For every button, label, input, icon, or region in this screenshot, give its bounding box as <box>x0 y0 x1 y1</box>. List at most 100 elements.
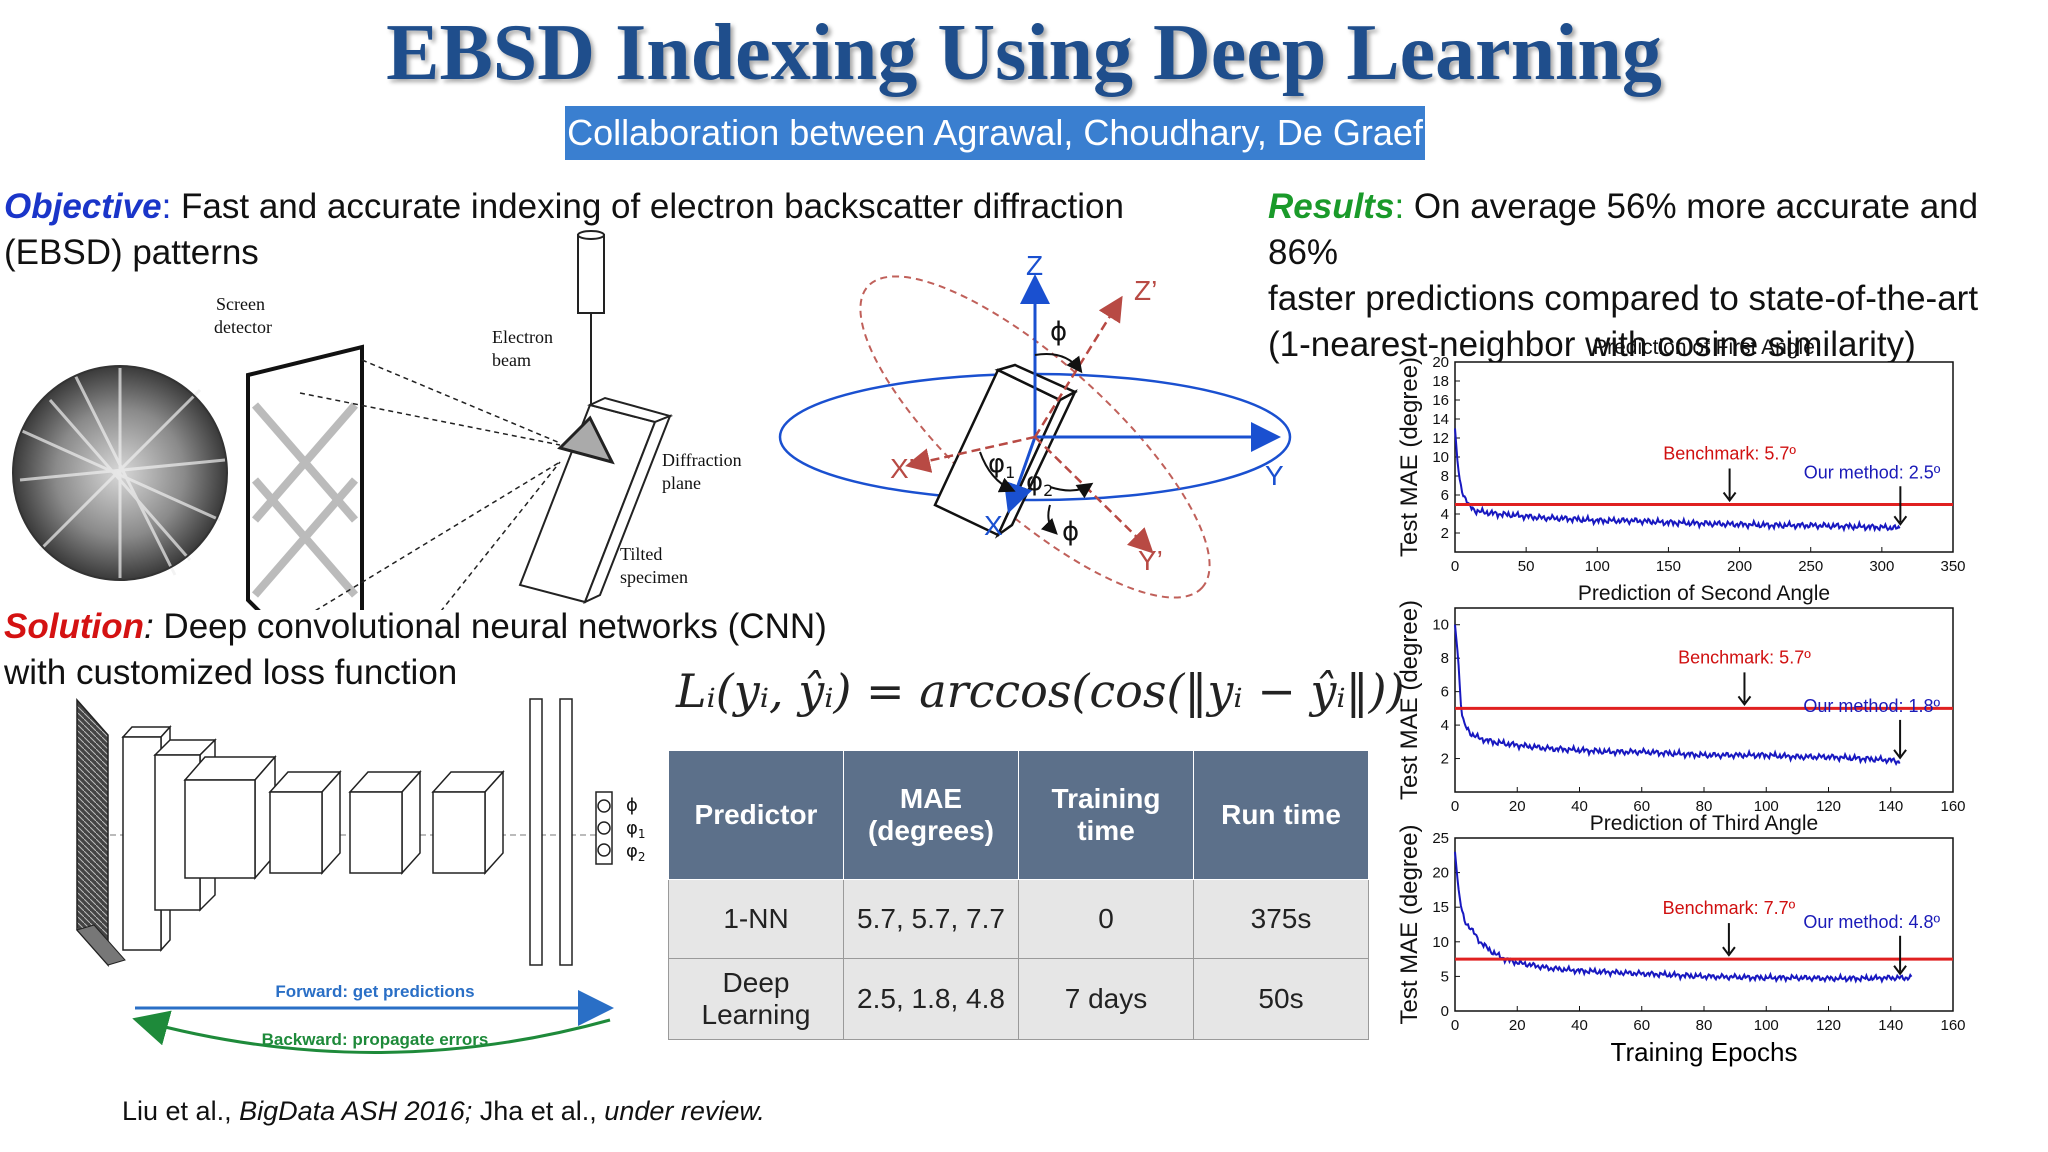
x-tick-label: 40 <box>1571 1017 1588 1034</box>
x-tick-label: 60 <box>1633 1017 1650 1034</box>
cnn-output-phi1: φ1 <box>626 818 646 841</box>
table-row: 1-NN 5.7, 5.7, 7.7 0 375s <box>668 879 1369 959</box>
y-tick-label: 15 <box>1432 899 1449 916</box>
y-axis-label: Test MAE (degree) <box>1396 600 1423 800</box>
loss-function-formula: Lᵢ(yᵢ, ŷᵢ) = arccos(cos(‖yᵢ − ŷᵢ‖)) <box>676 664 1405 718</box>
solution-sep: : <box>143 607 154 646</box>
table-cell-predictor: 1-NN <box>668 879 844 959</box>
table-cell-mae: 2.5, 1.8, 4.8 <box>843 958 1019 1040</box>
series-line-our-method <box>1454 624 1901 767</box>
y-tick-label: 0 <box>1441 1003 1449 1020</box>
x-tick-label: 100 <box>1585 558 1610 575</box>
phi-angle-label: ϕ <box>1050 317 1067 347</box>
cnn-architecture-diagram: ϕ φ1 φ2 Forward: get predictions Backwar… <box>76 698 646 1054</box>
y-tick-label: 6 <box>1441 487 1449 504</box>
method-arrow-head <box>1893 749 1907 760</box>
benchmark-arrow-head <box>1722 491 1737 503</box>
y-tick-label: 8 <box>1441 468 1449 485</box>
y-tick-label: 8 <box>1441 650 1449 667</box>
subtitle-banner: Collaboration between Agrawal, Choudhary… <box>565 106 1425 160</box>
results-sep: : <box>1394 187 1405 226</box>
y-tick-label: 2 <box>1441 751 1449 768</box>
diffraction-plane-label-1: Diffraction <box>662 450 742 470</box>
y-tick-label: 4 <box>1441 506 1449 523</box>
x-tick-label: 160 <box>1940 1017 1965 1034</box>
screen-label-2: detector <box>214 317 272 337</box>
results-line2: faster predictions compared to state-of-… <box>1268 279 1979 318</box>
cnn-input-side <box>76 924 126 966</box>
cnn-conv-block-3 <box>183 754 277 881</box>
objective-line2: (EBSD) patterns <box>4 233 259 272</box>
screen-label-1: Screen <box>216 294 265 314</box>
x-tick-label: 80 <box>1696 798 1713 815</box>
backward-pass-label: Backward: propagate errors <box>262 1030 489 1049</box>
y-tick-label: 5 <box>1441 968 1449 985</box>
objective-sep: : <box>161 187 172 226</box>
chart-title: Prediction of Third Angle <box>1590 812 1818 835</box>
method-annotation: Our method: 2.5º <box>1804 462 1941 482</box>
objective-line1: Fast and accurate indexing of electron b… <box>171 187 1124 226</box>
table-header-predictor: Predictor <box>668 750 844 880</box>
citation: Liu et al., BigData ASH 2016; Jha et al.… <box>122 1096 765 1126</box>
benchmark-arrow-head <box>1737 695 1752 707</box>
y-tick-label: 10 <box>1432 449 1449 466</box>
table-cell-run-time: 50s <box>1193 958 1369 1040</box>
x-axis-label: X <box>984 510 1003 541</box>
electron-gun-shape <box>577 234 605 314</box>
diffraction-plane-label-2: plane <box>662 473 701 493</box>
results-line1: On average 56% more accurate and 86% <box>1268 187 1979 272</box>
cnn-fc-layer-2 <box>559 698 573 966</box>
chart-title: Prediction of Second Angle <box>1578 582 1830 605</box>
y-tick-label: 6 <box>1441 684 1449 701</box>
y-tick-label: 20 <box>1432 354 1449 371</box>
table-cell-training-time: 7 days <box>1018 958 1194 1040</box>
x-tick-label: 0 <box>1451 558 1459 575</box>
solution-text: Solution: Deep convolutional neural netw… <box>4 604 904 696</box>
x-tick-label: 80 <box>1696 1017 1713 1034</box>
series-line-our-method <box>1454 428 1901 533</box>
y-tick-label: 18 <box>1432 373 1449 390</box>
x-tick-label: 100 <box>1754 1017 1779 1034</box>
y-prime-axis-label: Y’ <box>1138 545 1163 576</box>
cnn-conv-block-6 <box>431 770 505 875</box>
x-tick-label: 150 <box>1656 558 1681 575</box>
phi1-angle-label: φ1 <box>988 449 1015 482</box>
y-tick-label: 10 <box>1432 934 1449 951</box>
x-tick-label: 160 <box>1940 798 1965 815</box>
forward-pass-label: Forward: get predictions <box>275 982 474 1001</box>
results-line3: (1-nearest-neighbor with cosine similari… <box>1268 325 1916 364</box>
solution-line1: Deep convolutional neural networks (CNN) <box>153 607 827 646</box>
x-tick-label: 0 <box>1451 1017 1459 1034</box>
results-label: Results <box>1268 187 1395 226</box>
y-axis-label: Y <box>1265 460 1284 491</box>
x-tick-label: 250 <box>1798 558 1823 575</box>
benchmark-annotation: Benchmark: 5.7º <box>1678 647 1811 667</box>
phi2-angle-label: φ2 <box>1026 467 1053 500</box>
cnn-output-phi: ϕ <box>626 795 638 816</box>
x-tick-label: 120 <box>1816 1017 1841 1034</box>
x-tick-label: 20 <box>1509 1017 1526 1034</box>
cnn-conv-block-5 <box>348 770 422 875</box>
electron-beam-label-2: beam <box>492 350 531 370</box>
table-cell-training-time: 0 <box>1018 879 1194 959</box>
y-tick-label: 10 <box>1432 617 1449 634</box>
electron-beam-label-1: Electron <box>492 327 553 347</box>
cnn-fc-layer-1 <box>529 698 543 966</box>
y-tick-label: 25 <box>1432 830 1449 847</box>
x-axis-label: Training Epochs <box>1611 1037 1798 1067</box>
euler-angle-diagram: Z Z’ Y X’ X Y’ ϕ φ1 φ2 ϕ <box>778 250 1292 599</box>
x-tick-label: 350 <box>1940 558 1965 575</box>
x-tick-label: 140 <box>1878 1017 1903 1034</box>
page-title: EBSD Indexing Using Deep Learning <box>386 9 1662 97</box>
ebsd-setup-diagram: Screen detector Electron beam Diffractio… <box>12 230 742 610</box>
method-annotation: Our method: 4.8º <box>1803 912 1940 932</box>
x-tick-label: 200 <box>1727 558 1752 575</box>
benchmark-arrow-head <box>1722 946 1736 957</box>
chart-frame <box>1454 837 1954 1012</box>
x-tick-label: 20 <box>1509 798 1526 815</box>
